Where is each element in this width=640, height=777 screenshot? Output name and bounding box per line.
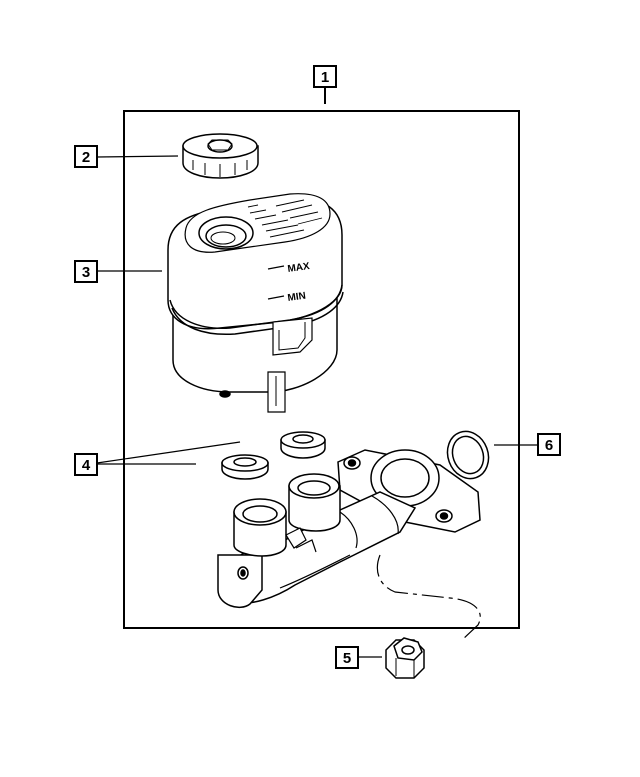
callout-3-label: 3 [82, 264, 90, 281]
callout-1-label: 1 [321, 69, 329, 86]
grommet-lower[interactable] [221, 454, 269, 480]
max-level-label: MAX [287, 261, 311, 275]
fluid-reservoir[interactable] [167, 193, 344, 413]
callout-2[interactable]: 2 [74, 145, 179, 168]
callout-2-label: 2 [82, 149, 90, 166]
assembly-leader-line [376, 554, 481, 641]
callout-6-label: 6 [545, 437, 553, 454]
flange-nut[interactable] [385, 637, 425, 679]
grommet-upper[interactable] [280, 431, 326, 459]
assembly-frame [123, 110, 520, 629]
master-cylinder-body[interactable] [217, 449, 481, 609]
min-level-label: MIN [287, 291, 307, 304]
o-ring[interactable] [441, 426, 495, 485]
reservoir-cap[interactable] [182, 133, 259, 179]
callout-5[interactable]: 5 [335, 646, 382, 669]
callout-4[interactable]: 4 [74, 441, 241, 476]
callout-6[interactable]: 6 [494, 433, 561, 456]
callout-4-label: 4 [82, 457, 91, 474]
callout-1[interactable]: 1 [313, 65, 337, 104]
callout-5-label: 5 [343, 650, 351, 667]
callout-3[interactable]: 3 [74, 260, 162, 283]
